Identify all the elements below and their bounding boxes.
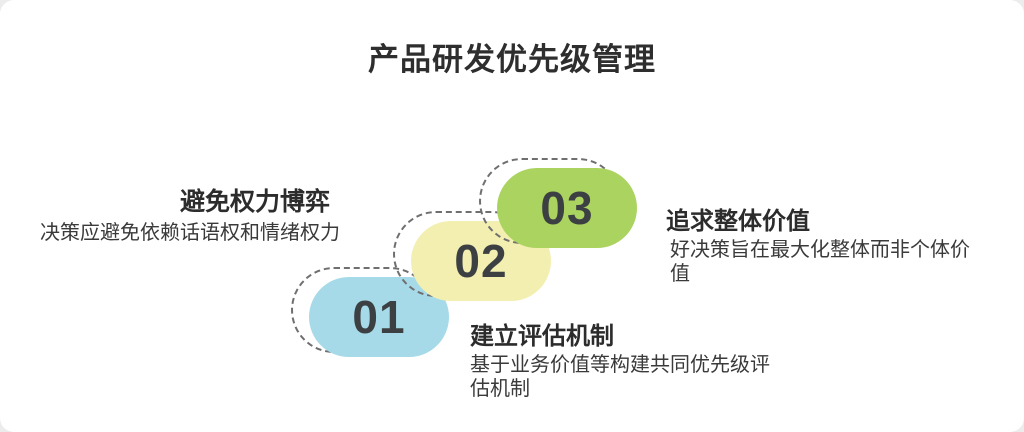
- step-number-03: 03: [540, 182, 594, 234]
- callout-heading-overall-value: 追求整体价值: [666, 208, 810, 235]
- pill-shape-02: 02: [411, 221, 551, 301]
- pill-shape-01: 01: [309, 277, 449, 357]
- callout-heading-avoid-power: 避免权力博弈: [180, 188, 331, 216]
- page-title: 产品研发优先级管理: [368, 42, 656, 77]
- callout-body-avoid-power: 决策应避免依赖话语权和情绪权力: [40, 222, 340, 244]
- callout-heading-evaluation: 建立评估机制: [470, 323, 614, 350]
- step-number-01: 01: [352, 291, 406, 343]
- step-number-02: 02: [454, 235, 508, 287]
- step-03: 03: [479, 158, 641, 252]
- callout-body-evaluation: 基于业务价值等构建共同优先级评估机制: [470, 354, 770, 400]
- step-02: 02: [393, 211, 555, 305]
- callout-body-overall-value: 好决策旨在最大化整体而非个体价值: [670, 239, 970, 285]
- pill-shape-03: 03: [497, 168, 637, 248]
- step-01: 01: [291, 267, 453, 361]
